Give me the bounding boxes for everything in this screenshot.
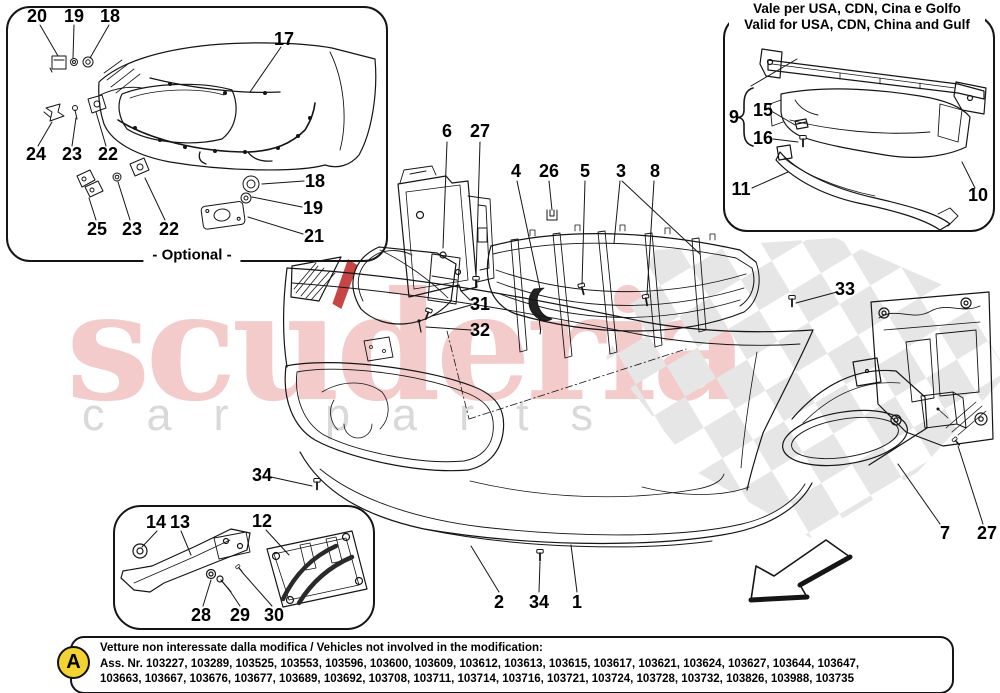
absorber-drawing	[769, 88, 971, 158]
callout-label-28: 28	[190, 605, 212, 625]
usa-box-title-line2: Valid for USA, CDN, China and Gulf	[744, 17, 970, 32]
callout-label-2: 2	[493, 592, 505, 612]
screw-glyphs	[312, 275, 963, 562]
optional-leader-lines	[37, 24, 305, 235]
callout-label-11: 11	[731, 179, 751, 199]
usa-box-title: Vale per USA, CDN, Cina e Golfo Valid fo…	[729, 1, 985, 33]
left-brake-duct-drawing	[352, 246, 461, 325]
sensor-parts-drawing	[43, 55, 260, 230]
harness-17-drawing	[117, 77, 316, 165]
note-assembly-line1: Ass. Nr. 103227, 103289, 103525, 103553,…	[100, 657, 860, 670]
front-bumper-drawing	[283, 256, 814, 548]
callout-label-16: 16	[752, 128, 774, 148]
callout-label-15: 15	[752, 100, 774, 120]
bracket-parts-box	[113, 505, 375, 630]
crash-bar-drawing	[759, 48, 987, 115]
callout-label-18: 18	[304, 171, 326, 191]
callout-label-17: 17	[273, 29, 295, 49]
grouping-brace-icon	[737, 87, 754, 147]
direction-arrow-icon	[748, 539, 853, 603]
note-badge-a: A	[57, 646, 90, 679]
callout-label-21: 21	[303, 226, 325, 246]
callout-label-23: 23	[61, 144, 83, 164]
callout-label-19: 19	[302, 198, 324, 218]
callout-label-33: 33	[834, 279, 856, 299]
usa-leader-lines	[750, 58, 976, 189]
callout-label-3: 3	[615, 161, 627, 181]
callout-label-23: 23	[121, 219, 143, 239]
callout-label-12: 12	[251, 511, 273, 531]
callout-label-10: 10	[967, 185, 989, 205]
callout-label-6: 6	[441, 121, 453, 141]
callout-label-19: 19	[63, 6, 85, 26]
right-mount-plate-drawing	[870, 291, 994, 447]
grille-drawing	[486, 209, 760, 359]
bracket-leader-lines	[141, 529, 290, 607]
callout-label-8: 8	[649, 161, 661, 181]
callout-label-7: 7	[939, 523, 951, 543]
callout-label-20: 20	[26, 6, 48, 26]
callout-label-30: 30	[263, 605, 285, 625]
lower-bow-drawing	[775, 144, 959, 231]
optional-box-label: - Optional -	[143, 246, 241, 264]
callout-label-9: 9	[728, 107, 740, 127]
note-text: Vetture non interessate dalla modifica /…	[100, 641, 946, 688]
usa-box-title-line1: Vale per USA, CDN, Cina e Golfo	[753, 1, 961, 16]
callout-label-27: 27	[469, 121, 491, 141]
callout-label-5: 5	[579, 161, 591, 181]
callout-label-1: 1	[571, 592, 583, 612]
callout-label-18: 18	[99, 6, 121, 26]
note-heading: Vetture non interessate dalla modifica /…	[100, 642, 543, 654]
main-leader-lines	[270, 141, 984, 593]
callout-label-13: 13	[169, 512, 191, 532]
callout-label-24: 24	[25, 144, 47, 164]
support-rail-drawing	[120, 528, 251, 593]
callout-label-32: 32	[469, 320, 491, 340]
note-assembly-line2: 103663, 103667, 103676, 103677, 103689, …	[100, 673, 854, 685]
callout-label-14: 14	[145, 512, 167, 532]
callout-label-31: 31	[469, 294, 491, 314]
callout-label-27: 27	[976, 523, 998, 543]
license-bracket-drawing	[205, 530, 368, 608]
callout-label-22: 22	[97, 144, 119, 164]
callout-label-22: 22	[158, 219, 180, 239]
optional-bumper-drawing	[98, 42, 377, 171]
callout-label-34: 34	[251, 465, 273, 485]
callout-label-25: 25	[86, 219, 108, 239]
left-mount-plate-drawing	[397, 165, 495, 301]
right-brake-duct-drawing	[782, 357, 967, 467]
callout-label-26: 26	[538, 161, 560, 181]
callout-label-34: 34	[528, 592, 550, 612]
callout-label-4: 4	[510, 161, 522, 181]
callout-label-29: 29	[229, 605, 251, 625]
